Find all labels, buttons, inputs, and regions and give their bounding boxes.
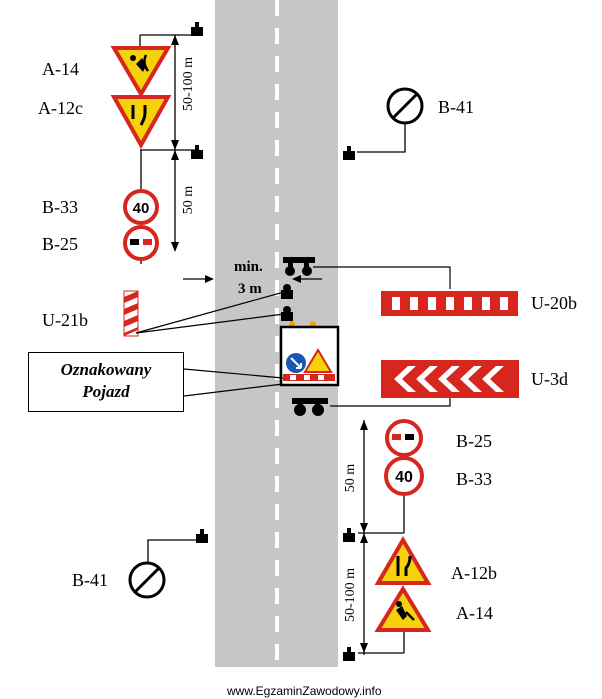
dim-top-50-100: 50-100 m bbox=[181, 57, 196, 111]
label-b33-top: B-33 bbox=[42, 197, 78, 217]
min-gap-arrows bbox=[183, 275, 322, 283]
cone-marker-1 bbox=[281, 284, 293, 299]
sign-b33-bottom: 40 bbox=[384, 456, 424, 496]
speed-limit-top-value: 40 bbox=[133, 200, 150, 217]
sign-b41-bottom bbox=[128, 561, 166, 599]
u20b-leader bbox=[313, 266, 451, 289]
barrier-post-bottom bbox=[292, 398, 328, 416]
sign-a14-top bbox=[110, 46, 172, 98]
label-b41-top: B-41 bbox=[438, 97, 474, 117]
sign-b33-top: 40 bbox=[123, 189, 159, 225]
post-marker-bottom-right-2 bbox=[343, 647, 355, 661]
vehicle-callout: Oznakowany Pojazd bbox=[28, 352, 184, 412]
speed-limit-bottom-value: 40 bbox=[395, 469, 413, 486]
sign-a14-bottom bbox=[374, 585, 432, 632]
sign-u21b bbox=[123, 290, 139, 337]
dim-bottom-50: 50 m bbox=[343, 464, 358, 493]
sign-u3d bbox=[381, 360, 519, 398]
sign-b41-top bbox=[386, 87, 424, 125]
label-a12c: A-12c bbox=[38, 98, 83, 118]
label-u21b: U-21b bbox=[42, 310, 88, 330]
label-b25-top: B-25 bbox=[42, 234, 78, 254]
vehicle-leaders bbox=[183, 368, 284, 397]
label-u3d: U-3d bbox=[531, 369, 568, 389]
post-marker-top-left bbox=[191, 22, 203, 36]
label-b33-bottom: B-33 bbox=[456, 469, 492, 489]
vehicle-callout-line2: Pojazd bbox=[82, 382, 130, 401]
sign-a12c bbox=[110, 95, 172, 150]
min-gap-line2: 3 m bbox=[238, 281, 262, 297]
b41-bottom-assembly bbox=[147, 529, 208, 568]
dim-top-50: 50 m bbox=[181, 186, 196, 215]
post-marker-mid-left bbox=[191, 145, 203, 159]
min-gap-line1: min. bbox=[234, 259, 263, 275]
label-a14-top: A-14 bbox=[42, 59, 79, 79]
sign-b25-bottom bbox=[385, 419, 423, 457]
u21b-leaders bbox=[135, 291, 285, 334]
right-dim-arrows bbox=[360, 420, 368, 653]
cone-marker-2 bbox=[281, 306, 293, 321]
u3d-leader bbox=[330, 398, 451, 407]
dim-bottom-50-100: 50-100 m bbox=[343, 568, 358, 622]
footer-watermark: www.EgzaminZawodowy.info bbox=[227, 684, 382, 698]
sign-a12b bbox=[374, 536, 432, 585]
label-a12b: A-12b bbox=[451, 563, 497, 583]
marked-vehicle bbox=[279, 321, 340, 387]
sign-b25-top bbox=[123, 225, 159, 261]
label-b41-bottom: B-41 bbox=[72, 570, 108, 590]
barrier-post-top bbox=[283, 257, 315, 276]
label-a14-bottom: A-14 bbox=[456, 603, 493, 623]
vehicle-callout-line1: Oznakowany bbox=[60, 360, 152, 379]
b41-top-assembly bbox=[343, 124, 406, 160]
post-marker-bottom-right-1 bbox=[343, 528, 355, 542]
label-u20b: U-20b bbox=[531, 293, 577, 313]
label-b25-bottom: B-25 bbox=[456, 431, 492, 451]
left-sign-assembly bbox=[139, 34, 197, 264]
sign-u20b bbox=[381, 291, 518, 316]
